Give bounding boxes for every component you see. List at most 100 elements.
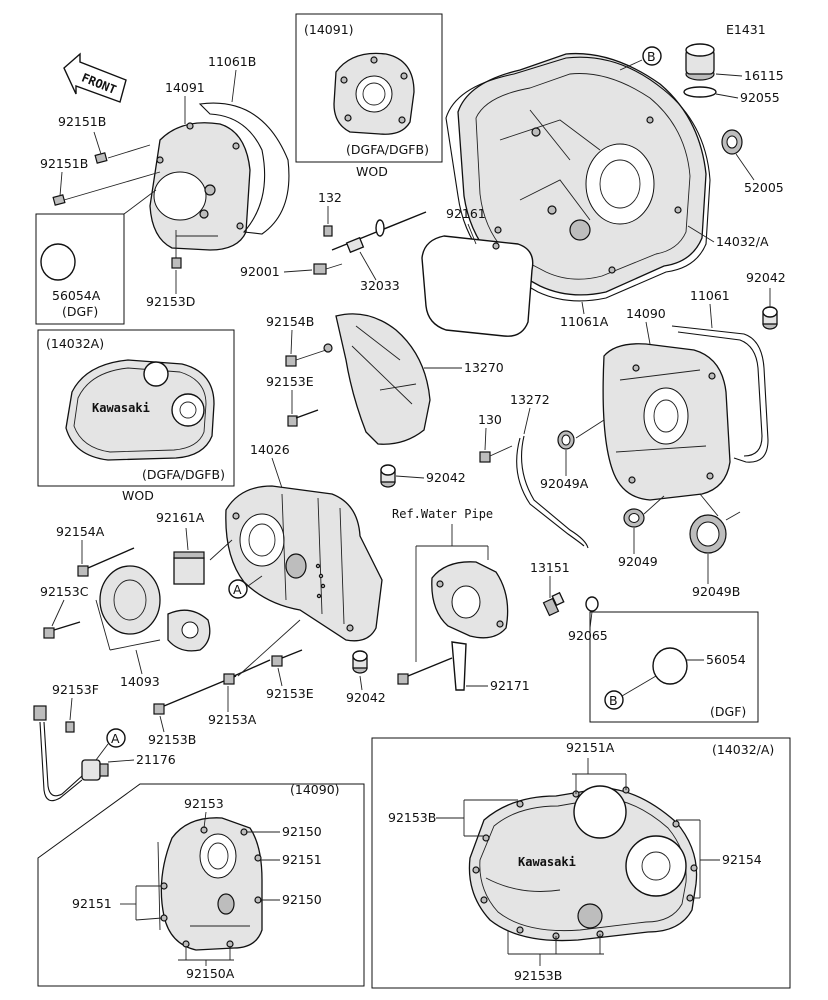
bracket-92171 (451, 641, 467, 691)
inset-14091-cover (333, 52, 415, 135)
bolt-130 (479, 445, 513, 463)
inset-14091-box (295, 13, 443, 163)
inset-14032A-right-92153B-b: 92153B (514, 968, 562, 983)
plate-13270-bolt-hole (323, 343, 333, 353)
seal-92049B (689, 514, 727, 554)
bolt-92153D (171, 230, 218, 269)
label-14093: 14093 (120, 674, 160, 689)
label-92153E-2: 92153E (266, 686, 314, 701)
label-132: 132 (318, 190, 342, 205)
plate-13270 (335, 313, 431, 445)
sensor-21176 (33, 705, 109, 802)
gasket-13272-inner (521, 435, 589, 549)
pad-92161A (173, 551, 205, 585)
cap-56054A (40, 243, 76, 281)
label-92154B: 92154B (266, 314, 314, 329)
gasket-11061 (671, 325, 769, 463)
box-56054A (35, 213, 125, 325)
bolt-92154B (285, 349, 327, 367)
label-92049A: 92049A (540, 476, 589, 491)
inset-14091-variant: (DGFA/DGFB) (346, 142, 429, 157)
cover-14093 (99, 565, 211, 652)
switch-13151 (542, 591, 565, 617)
label-13270: 13270 (464, 360, 504, 375)
inset-14090-92153: 92153 (184, 796, 224, 811)
inset-14091-title: (14091) (304, 22, 354, 37)
inset-14032A-right-92153B-t: 92153B (388, 810, 436, 825)
water-pipe-housing (431, 561, 509, 639)
inset-14090-92151-r: 92151 (282, 852, 322, 867)
label-92042-3: 92042 (346, 690, 386, 705)
label-14091: 14091 (165, 80, 205, 95)
label-16115: 16115 (744, 68, 784, 83)
bolt-132 (323, 225, 333, 237)
seal-92049A (557, 430, 575, 450)
label-92151B-2: 92151B (40, 156, 88, 171)
inset-14032A-right-92151A: 92151A (566, 740, 615, 755)
gasket-11061B (198, 102, 290, 235)
generator-cover-14091 (149, 122, 251, 251)
ref-b-top (642, 46, 662, 66)
label-92151B-1: 92151B (58, 114, 106, 129)
ref-a-mid (228, 579, 248, 599)
inset-14090-92150-2: 92150 (282, 892, 322, 907)
bolt-92153F (65, 721, 75, 733)
bolt-92153C (43, 621, 81, 639)
label-92153B-1: 92153B (148, 732, 196, 747)
inset-14090-cover (157, 817, 263, 951)
bolt-92001 (313, 263, 343, 275)
inset-14032A-right-92154: 92154 (722, 852, 762, 867)
label-14026: 14026 (250, 442, 290, 457)
oring-92055 (683, 86, 717, 98)
gasket-13272 (516, 437, 585, 547)
inset-14032A-right-box (371, 737, 791, 989)
label-92171: 92171 (490, 678, 530, 693)
inset-14032A-left-footer: WOD (122, 488, 154, 503)
note-dgf-2: (DGF) (710, 704, 746, 719)
label-14090: 14090 (626, 306, 666, 321)
inset-14090-box (37, 783, 365, 987)
inset-14032A-left-variant: (DGFA/DGFB) (142, 467, 225, 482)
label-92153C: 92153C (40, 584, 89, 599)
seal-92049 (623, 508, 645, 528)
note-dgf-1: (DGF) (62, 304, 98, 319)
ref-a-mid-letter: A (233, 582, 242, 597)
ref-a-low-letter: A (111, 731, 120, 746)
label-92154A: 92154A (56, 524, 105, 539)
washer-92065 (585, 596, 599, 612)
label-11061A: 11061A (560, 314, 609, 329)
label-92153A: 92153A (208, 712, 257, 727)
label-92161: 92161 (446, 206, 486, 221)
plate-92161-hole (492, 242, 500, 250)
label-92042-1: 92042 (426, 470, 466, 485)
inset-14090-title: (14090) (290, 782, 340, 797)
inset-14032A-left-cover: Kawasaki (65, 359, 215, 461)
label-92153F: 92153F (52, 682, 99, 697)
cap-16115 (685, 43, 715, 81)
dowel-92042-right (762, 306, 778, 330)
bolt-92153A (223, 659, 271, 685)
label-92042-2: 92042 (746, 270, 786, 285)
inset-14090-92150-1: 92150 (282, 824, 322, 839)
plate-13270-ribs (351, 325, 417, 405)
label-56054: 56054 (706, 652, 746, 667)
box-56054 (589, 611, 759, 723)
plate-92161 (421, 235, 534, 337)
label-92055: 92055 (740, 90, 780, 105)
pulser-cover-14090 (602, 343, 731, 501)
label-13272: 13272 (510, 392, 550, 407)
label-92153E-1: 92153E (266, 374, 314, 389)
inset-14090-92151-l: 92151 (72, 896, 112, 911)
bolt-water-pipe (397, 657, 453, 685)
label-92001: 92001 (240, 264, 280, 279)
label-14032A: 14032/A (716, 234, 769, 249)
front-arrow: FRONT (63, 52, 127, 103)
inset-14032A-left-title: (14032A) (46, 336, 104, 351)
bolt-92154A (77, 547, 135, 577)
label-32033: 32033 (360, 278, 400, 293)
bolt-92153E-lower (271, 649, 303, 667)
dowel-92042-upper (380, 464, 396, 488)
cap-56054 (652, 647, 688, 685)
label-92049B: 92049B (692, 584, 740, 599)
